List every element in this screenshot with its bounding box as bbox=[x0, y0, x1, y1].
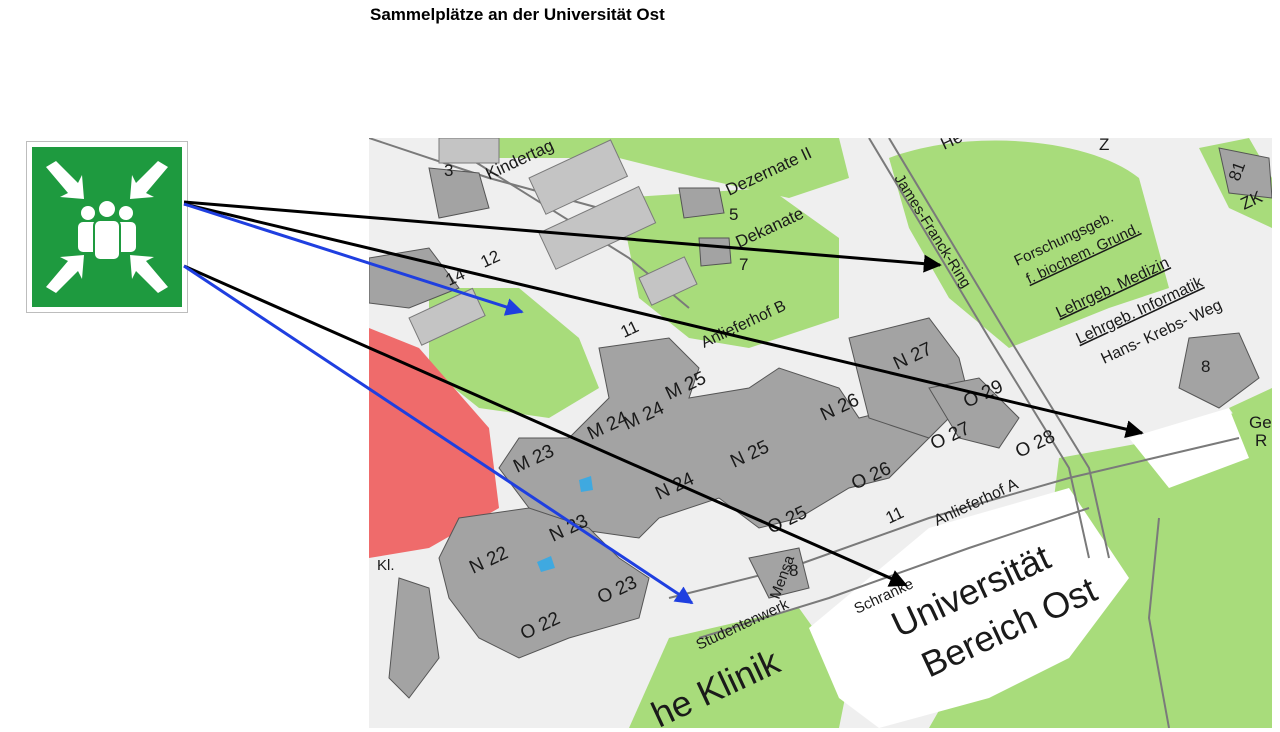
map-label: Kl. bbox=[377, 557, 395, 574]
map-label: Ge bbox=[1249, 413, 1272, 432]
arrow-in-top-right-icon bbox=[130, 161, 168, 199]
arrow-in-bottom-left-icon bbox=[46, 255, 84, 293]
map-label: 8 bbox=[789, 561, 798, 580]
map-label: 3 bbox=[444, 161, 453, 180]
map-label: Z bbox=[1099, 138, 1109, 154]
map-label: R bbox=[1255, 431, 1267, 450]
assembly-point-icon bbox=[32, 147, 182, 307]
page-title: Sammelplätze an der Universität Ost bbox=[370, 5, 665, 24]
arrow-in-top-left-icon bbox=[46, 161, 84, 199]
campus-map: Kindertag 3 Dezernate II 5 Dekanate 7 He… bbox=[369, 138, 1272, 728]
map-label: 7 bbox=[739, 255, 748, 274]
map-label: 8 bbox=[1201, 357, 1210, 376]
map-label: 5 bbox=[729, 205, 738, 224]
assembly-point-sign bbox=[26, 141, 188, 313]
arrow-in-bottom-right-icon bbox=[130, 255, 168, 293]
